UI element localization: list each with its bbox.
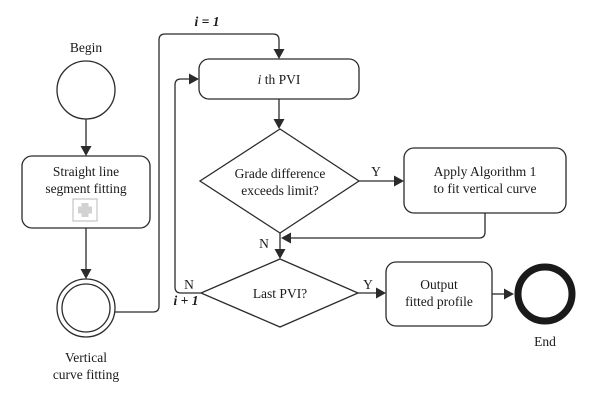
output-node: Output fitted profile xyxy=(385,261,493,327)
grade-yes-label: Y xyxy=(371,164,381,179)
edge-ith-pvi-to-grade-check xyxy=(273,99,285,129)
vertical-curve-inner-circle xyxy=(61,283,111,333)
end-node: End xyxy=(514,263,576,349)
vertical-curve-label-2: curve fitting xyxy=(53,367,120,382)
straight-line-label-1: Straight line xyxy=(53,164,119,179)
grade-check-diamond xyxy=(198,128,361,234)
edge-straight-line-to-vertical-curve xyxy=(80,228,92,279)
edge-last-pvi-yes xyxy=(358,287,386,299)
ith-pvi-label: i th PVI xyxy=(258,72,301,87)
last-pvi-label: Last PVI? xyxy=(253,286,307,301)
expand-plus-icon[interactable] xyxy=(72,198,98,222)
straight-line-label-2: segment fitting xyxy=(45,181,127,196)
edge-grade-check-no xyxy=(274,233,286,259)
grade-no-label: N xyxy=(259,236,269,251)
begin-node: Begin xyxy=(56,40,116,120)
grade-check-node: Grade difference exceeds limit? xyxy=(198,128,361,234)
last-pvi-diamond xyxy=(199,258,360,328)
apply-algorithm-label-2: to fit vertical curve xyxy=(433,181,536,196)
edge-output-to-end xyxy=(492,288,514,300)
output-label-1: Output xyxy=(420,277,458,292)
edge-begin-to-straight-line xyxy=(80,119,92,156)
end-label: End xyxy=(534,334,556,349)
grade-check-label-2: exceeds limit? xyxy=(241,183,319,198)
ith-pvi-node: i th PVI xyxy=(198,58,360,100)
edge-last-pvi-no-loop xyxy=(174,73,201,294)
last-pvi-node: Last PVI? xyxy=(199,258,360,328)
edge-vertical-curve-to-ith-pvi xyxy=(115,33,285,313)
end-circle xyxy=(514,263,576,325)
last-yes-label: Y xyxy=(363,277,373,292)
straight-line-node: Straight line segment fitting xyxy=(21,155,151,229)
apply-algorithm-node: Apply Algorithm 1 to fit vertical curve xyxy=(403,147,567,214)
grade-check-label-1: Grade difference xyxy=(235,166,326,181)
apply-algorithm-label-1: Apply Algorithm 1 xyxy=(434,164,537,179)
edge-grade-check-yes xyxy=(359,175,404,187)
last-no-label: N xyxy=(184,277,194,292)
edge-apply-algorithm-to-merge xyxy=(281,213,486,244)
init-index-label: i = 1 xyxy=(195,14,220,29)
begin-circle xyxy=(56,60,116,120)
output-label-2: fitted profile xyxy=(405,294,473,309)
vertical-curve-node: Vertical curve fitting xyxy=(53,278,120,382)
begin-label: Begin xyxy=(70,40,102,55)
increment-index-label: i + 1 xyxy=(174,293,199,308)
vertical-curve-label-1: Vertical xyxy=(65,350,107,365)
